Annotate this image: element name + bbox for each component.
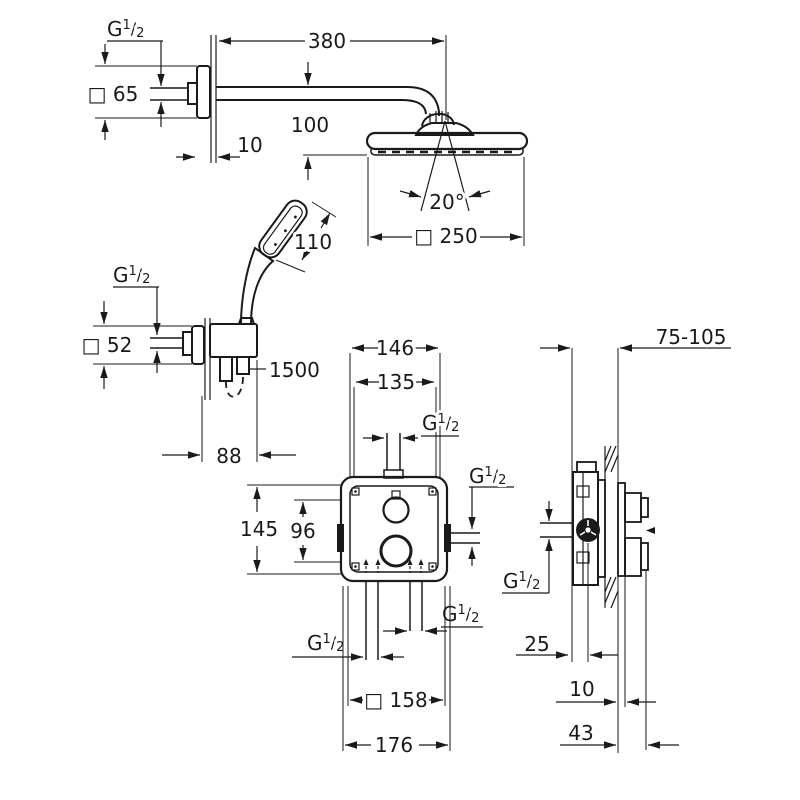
svg-text:G1/2: G1/2 xyxy=(469,464,506,488)
hose-connector xyxy=(236,356,250,375)
dim-wall-finish-thickness: 10 xyxy=(556,674,656,706)
head-shower-view: G1/2 □ 65 380 100 10 2 xyxy=(85,14,529,251)
svg-text:380: 380 xyxy=(308,29,346,53)
svg-text:□ 158: □ 158 xyxy=(364,688,427,712)
svg-text:G1/2: G1/2 xyxy=(113,263,150,287)
dim-box-offset: 25 xyxy=(516,629,618,659)
holder-nut xyxy=(182,331,193,356)
trim-marker xyxy=(646,527,655,534)
mounting-plate xyxy=(349,485,439,573)
dim-box-port-spacing: 96 xyxy=(287,499,341,563)
svg-text:1500: 1500 xyxy=(269,358,320,382)
svg-text:135: 135 xyxy=(377,370,415,394)
wall-hatching xyxy=(604,445,619,609)
svg-text:□ 65: □ 65 xyxy=(88,82,139,106)
dim-g-thread-handshower: G1/2 xyxy=(110,260,161,373)
dim-head-size: □ 250 xyxy=(367,157,525,251)
mixer-side-view: 75-105 G1/2 25 10 43 xyxy=(500,322,731,753)
dim-spray-angle: 20° xyxy=(399,187,491,217)
svg-text:146: 146 xyxy=(376,336,414,360)
flow-arrows xyxy=(363,559,424,573)
cartridge-notch xyxy=(391,490,401,500)
svg-text:145: 145 xyxy=(240,517,278,541)
dim-holder-flange-size: □ 52 xyxy=(79,301,192,389)
dim-box-hole-spacing-v: 145 xyxy=(237,484,341,575)
spray-face xyxy=(370,149,524,156)
spray-angle-line xyxy=(420,120,446,212)
hand-shower-view: 110 G1/2 □ 52 1500 88 xyxy=(79,199,337,471)
dim-trim-depth: 43 xyxy=(560,718,679,749)
dim-holder-depth: 88 xyxy=(162,360,296,471)
dim-box-plate-size: □ 158 xyxy=(347,586,446,715)
svg-text:43: 43 xyxy=(568,721,593,745)
svg-text:10: 10 xyxy=(237,133,262,157)
dim-trim-width: 176 xyxy=(342,586,451,760)
svg-text:□ 250: □ 250 xyxy=(414,224,477,248)
svg-text:10: 10 xyxy=(569,677,594,701)
shower-head xyxy=(365,131,529,151)
svg-text:G1/2: G1/2 xyxy=(422,411,459,435)
dim-flange-depth: 10 xyxy=(176,130,266,161)
volume-port xyxy=(379,534,413,568)
shower-holder xyxy=(209,323,258,358)
svg-text:100: 100 xyxy=(291,113,329,137)
svg-text:75-105: 75-105 xyxy=(656,325,727,349)
svg-text:20°: 20° xyxy=(429,190,464,214)
dim-hose-length: 1500 xyxy=(250,355,323,385)
dim-box-inner-width: 135 xyxy=(353,367,437,477)
svg-text:□ 52: □ 52 xyxy=(82,333,133,357)
ball-joint xyxy=(421,112,455,127)
dim-g-thread-top-pipe: G1/2 xyxy=(363,408,462,442)
side-inlet-left xyxy=(337,524,344,552)
side-inlet-right xyxy=(444,524,451,552)
svg-text:110: 110 xyxy=(294,230,332,254)
shower-arm xyxy=(216,86,440,116)
dim-handshower-length: 110 xyxy=(275,201,337,273)
svg-text:88: 88 xyxy=(216,444,241,468)
svg-text:G1/2: G1/2 xyxy=(503,569,540,593)
dim-head-drop: 100 xyxy=(288,62,367,180)
svg-text:176: 176 xyxy=(375,733,413,757)
svg-text:96: 96 xyxy=(290,519,315,543)
dim-g-thread-side: G1/2 xyxy=(500,501,553,596)
thermostat-port xyxy=(382,496,410,524)
corner-screws xyxy=(351,487,437,571)
dim-box-hole-spacing-h: 146 xyxy=(349,333,441,477)
dim-install-depth-range: 75-105 xyxy=(540,322,731,352)
mixer-front-view: 146 135 G1/2 G1/2 145 xyxy=(237,333,514,760)
trim-plate xyxy=(617,482,626,577)
spray-angle-line xyxy=(444,120,470,212)
head-mount xyxy=(414,122,475,136)
svg-text:25: 25 xyxy=(524,632,549,656)
dim-g-thread-right-stub: G1/2 xyxy=(466,461,514,566)
shower-hose xyxy=(225,373,244,398)
wall-flange xyxy=(196,65,211,119)
dim-arm-length: 380 xyxy=(219,26,447,120)
dim-wall-flange-size: □ 65 xyxy=(85,44,197,140)
